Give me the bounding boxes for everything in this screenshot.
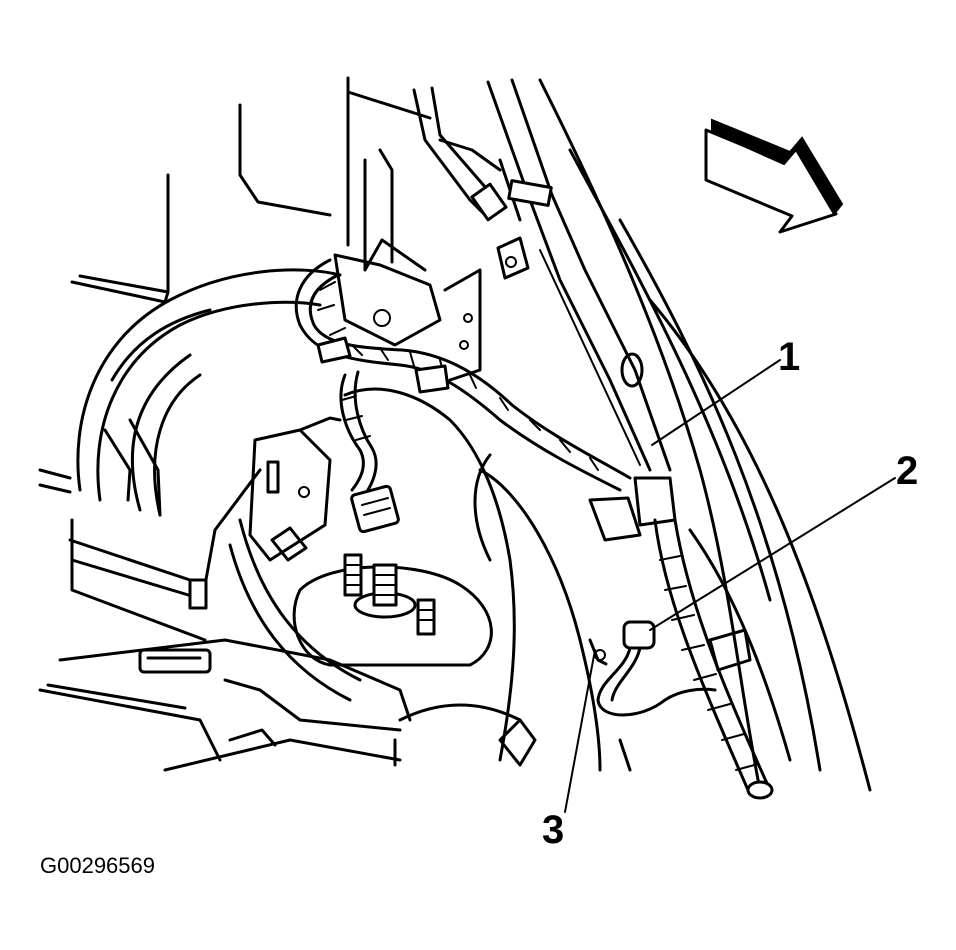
figure-id: G00296569 xyxy=(40,853,155,878)
body-panel-upper-left xyxy=(70,103,332,304)
mounting-bracket xyxy=(333,253,482,382)
wiring-harness-center xyxy=(294,258,632,534)
wheelhouse-left xyxy=(38,268,342,642)
body-panel-right xyxy=(538,78,872,792)
strut-mount xyxy=(292,553,493,667)
wiring-harness-right xyxy=(653,518,774,800)
body-inner-contours xyxy=(228,387,632,772)
callout-1-label: 1 xyxy=(778,335,800,379)
forward-arrow-icon xyxy=(704,118,844,234)
callout-3-label: 3 xyxy=(542,808,564,852)
callout-leaders xyxy=(564,359,896,813)
tube-main xyxy=(486,78,677,542)
callout-2-label: 2 xyxy=(896,449,918,493)
wheelhouse-bracket xyxy=(248,416,342,562)
tube-left xyxy=(412,86,508,222)
sensor-connector xyxy=(588,620,717,717)
floor-panel xyxy=(38,638,412,772)
